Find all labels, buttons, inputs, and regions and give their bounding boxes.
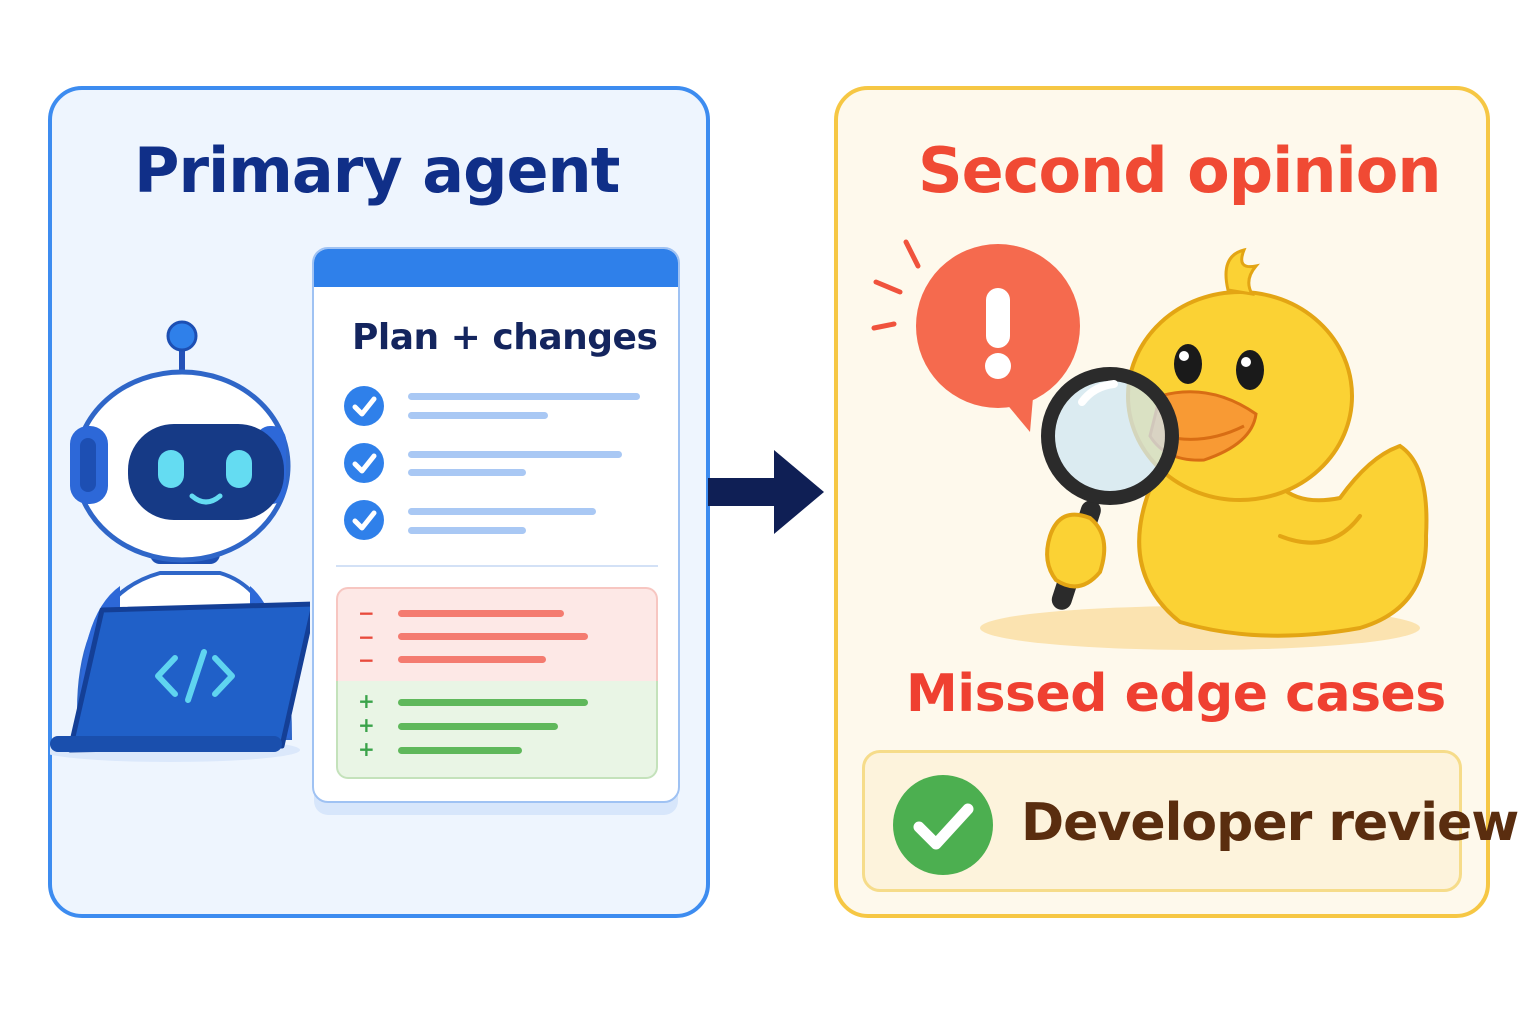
developer-review-label: Developer review	[1021, 793, 1519, 853]
robot-icon	[50, 320, 310, 762]
added-line	[398, 747, 522, 754]
check-circle-icon	[893, 775, 993, 875]
plan-line	[408, 451, 622, 458]
primary-agent-title: Primary agent	[134, 134, 620, 207]
added-line	[398, 723, 558, 730]
plan-line	[408, 412, 548, 419]
plan-line	[408, 508, 596, 515]
card-divider	[336, 565, 658, 567]
plus-sign: +	[358, 713, 375, 737]
removed-line	[398, 656, 546, 663]
plus-sign: +	[358, 737, 375, 761]
second-opinion-title: Second opinion	[918, 134, 1442, 207]
removed-line	[398, 633, 588, 640]
plan-line	[408, 393, 640, 400]
plus-sign: +	[358, 689, 375, 713]
rubber-duck-icon	[871, 239, 1429, 650]
missed-edge-cases-label: Missed edge cases	[906, 664, 1446, 724]
minus-sign: −	[358, 601, 375, 625]
minus-sign: −	[358, 648, 375, 672]
added-line	[398, 699, 588, 706]
card-title: Plan + changes	[352, 317, 658, 358]
developer-review-box: Developer review	[862, 750, 1519, 892]
checkmark-icon	[344, 443, 384, 483]
plan-line	[408, 527, 526, 534]
plan-line	[408, 469, 526, 476]
minus-sign: −	[358, 625, 375, 649]
added-lines-block: + + +	[336, 681, 658, 779]
checkmark-icon	[344, 500, 384, 540]
arrow-right-icon	[708, 450, 824, 534]
checkmark-icon	[344, 386, 384, 426]
removed-lines-block: − − −	[336, 587, 658, 681]
card-header-bar	[314, 249, 678, 287]
removed-line	[398, 610, 564, 617]
plan-changes-card: Plan + changes − − − + + +	[312, 247, 680, 803]
